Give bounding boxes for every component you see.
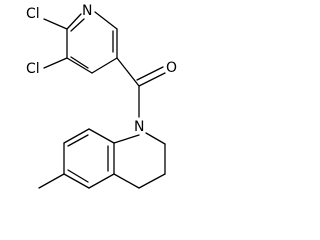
bond	[66, 13, 82, 30]
upper-chlorine-label: Cl	[26, 6, 40, 22]
bond	[94, 11, 118, 30]
bond	[70, 18, 85, 32]
bond	[43, 18, 68, 30]
bond	[145, 132, 166, 145]
bond	[67, 169, 89, 183]
bond	[138, 173, 166, 189]
bond	[67, 134, 89, 147]
pyridine-nitrogen-label: N	[82, 3, 92, 19]
chloro-bonds	[43, 18, 68, 69]
pyridine-ring	[66, 11, 118, 74]
bond	[63, 128, 90, 144]
bond	[138, 72, 166, 87]
bond	[63, 173, 90, 189]
bond	[43, 57, 68, 69]
carbonyl-linker	[116, 57, 166, 118]
bond	[88, 173, 115, 189]
bond	[38, 173, 65, 189]
bond	[66, 57, 93, 74]
carbonyl-oxygen-label: O	[166, 60, 177, 76]
molecule-structure: N Cl Cl O N	[26, 3, 177, 189]
bond	[116, 57, 140, 87]
tetrahydroquinoline-ring	[38, 128, 166, 189]
bond	[91, 57, 118, 74]
bond	[88, 128, 115, 144]
bond	[113, 173, 140, 189]
bond	[136, 66, 164, 81]
bond	[113, 134, 140, 144]
amide-nitrogen-label: N	[134, 119, 144, 135]
bond	[70, 56, 89, 69]
lower-chlorine-label: Cl	[26, 61, 40, 77]
